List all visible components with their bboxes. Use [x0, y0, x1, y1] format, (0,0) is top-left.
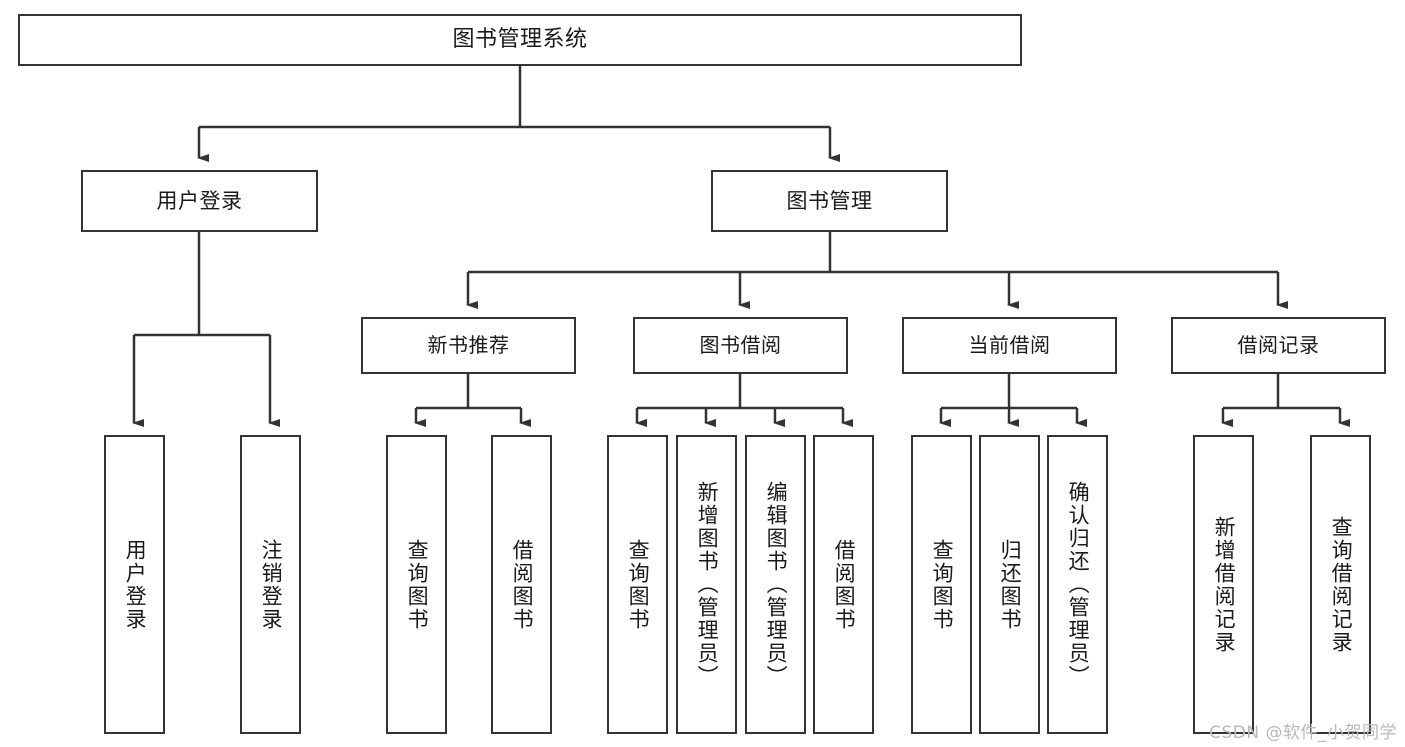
node-root-system[interactable]: 图书管理系统 [18, 14, 1022, 66]
node-label: 借阅图书 [510, 538, 535, 631]
node-label: 查询借阅记录 [1329, 515, 1354, 654]
node-new-book-recommend[interactable]: 新书推荐 [361, 317, 576, 374]
node-borrow-record[interactable]: 借阅记录 [1171, 317, 1386, 374]
node-label: 查询图书 [626, 538, 651, 631]
node-user-login[interactable]: 用户登录 [81, 170, 318, 232]
node-label: 用户登录 [156, 188, 243, 213]
leaf-query-book-borrow[interactable]: 查询图书 [607, 435, 668, 734]
leaf-query-book-current[interactable]: 查询图书 [911, 435, 972, 734]
leaf-edit-book-admin[interactable]: 编辑图书（管理员） [745, 435, 806, 734]
leaf-query-borrow-record[interactable]: 查询借阅记录 [1310, 435, 1371, 734]
node-label: 注销登录 [259, 538, 284, 631]
node-label: 新增借阅记录 [1212, 515, 1237, 654]
node-label: 图书管理系统 [452, 27, 588, 53]
leaf-add-borrow-record[interactable]: 新增借阅记录 [1193, 435, 1254, 734]
leaf-query-book-recommend[interactable]: 查询图书 [386, 435, 447, 734]
node-label: 图书管理 [786, 188, 873, 213]
node-label: 查询图书 [405, 538, 430, 631]
node-book-borrow[interactable]: 图书借阅 [633, 317, 848, 374]
node-current-borrow[interactable]: 当前借阅 [902, 317, 1117, 374]
leaf-return-book[interactable]: 归还图书 [979, 435, 1040, 734]
node-label: 新增图书（管理员） [695, 481, 720, 688]
leaf-user-login[interactable]: 用户登录 [104, 435, 165, 734]
node-label: 查询图书 [930, 538, 955, 631]
node-label: 图书借阅 [699, 332, 782, 357]
node-label: 编辑图书（管理员） [764, 481, 789, 688]
node-book-management[interactable]: 图书管理 [711, 170, 948, 232]
node-label: 确认归还（管理员） [1066, 481, 1091, 688]
node-label: 新书推荐 [427, 332, 510, 357]
node-label: 借阅图书 [832, 538, 857, 631]
node-label: 归还图书 [998, 538, 1023, 631]
leaf-borrow-book[interactable]: 借阅图书 [813, 435, 874, 734]
node-label: 当前借阅 [968, 332, 1051, 357]
leaf-confirm-return-admin[interactable]: 确认归还（管理员） [1047, 435, 1108, 734]
node-label: 借阅记录 [1237, 332, 1320, 357]
leaf-borrow-book-recommend[interactable]: 借阅图书 [491, 435, 552, 734]
node-label: 用户登录 [123, 538, 148, 631]
leaf-add-book-admin[interactable]: 新增图书（管理员） [676, 435, 737, 734]
watermark: CSDN @软件_小贺同学 [1209, 723, 1397, 743]
leaf-logout[interactable]: 注销登录 [240, 435, 301, 734]
